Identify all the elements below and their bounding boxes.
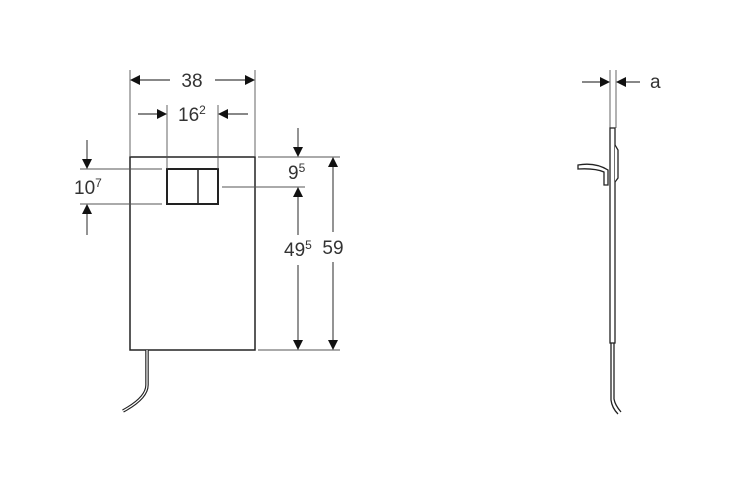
- flush-button-plate: [166, 168, 219, 205]
- dimension-lines: [80, 70, 640, 351]
- top-offset-label: 95: [288, 161, 306, 184]
- button-to-bottom-label: 495: [284, 238, 312, 261]
- front-panel: [129, 156, 256, 351]
- width-label: 38: [181, 71, 202, 92]
- button-height-label: 107: [74, 176, 102, 199]
- side-view: [577, 127, 622, 415]
- side-panel: [609, 127, 616, 344]
- mounting-bracket: [577, 163, 609, 186]
- button-width-label: 162: [178, 103, 206, 126]
- cable: [122, 350, 149, 413]
- side-cable: [610, 343, 622, 415]
- dimension-labels: 38 162 107 95 495 59 a: [74, 71, 661, 261]
- height-label: 59: [322, 238, 343, 259]
- front-view: [122, 156, 256, 413]
- depth-label: a: [650, 72, 661, 93]
